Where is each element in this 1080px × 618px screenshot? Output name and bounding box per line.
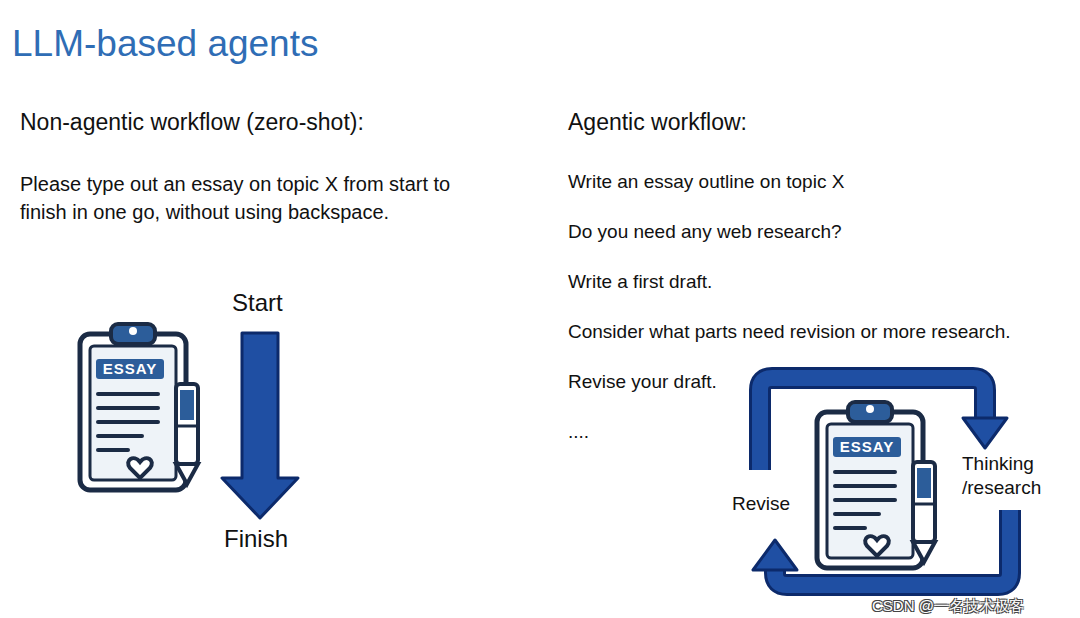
flow-label: Finish <box>224 524 288 554</box>
step-text: Write a first draft. <box>568 270 712 294</box>
badge-text: ESSAY <box>103 360 157 377</box>
watermark: CSDN @一名技术极客 <box>872 597 1024 616</box>
step-text: Revise your draft. <box>568 370 717 394</box>
step-text: .... <box>568 420 589 444</box>
down-arrow <box>222 333 298 518</box>
section-heading: Non-agentic workflow (zero-shot): <box>20 108 364 137</box>
cycle-label: Thinking /research <box>962 452 1057 500</box>
section-heading: Agentic workflow: <box>568 108 747 137</box>
cycle-label: Revise <box>732 492 790 516</box>
clipboard-icon <box>80 324 198 490</box>
step-text: Consider what parts need revision or mor… <box>568 320 1010 344</box>
step-text: Write an essay outline on topic X <box>568 170 844 194</box>
badge-text: ESSAY <box>840 438 894 455</box>
essay-badge: ESSAY <box>96 359 164 379</box>
flow-label: Start <box>232 288 283 318</box>
clipboard-icon <box>817 402 935 568</box>
instruction-text: Please type out an essay on topic X from… <box>20 170 465 226</box>
step-text: Do you need any web research? <box>568 220 842 244</box>
essay-badge: ESSAY <box>833 437 901 457</box>
page-title: LLM-based agents <box>12 20 318 68</box>
